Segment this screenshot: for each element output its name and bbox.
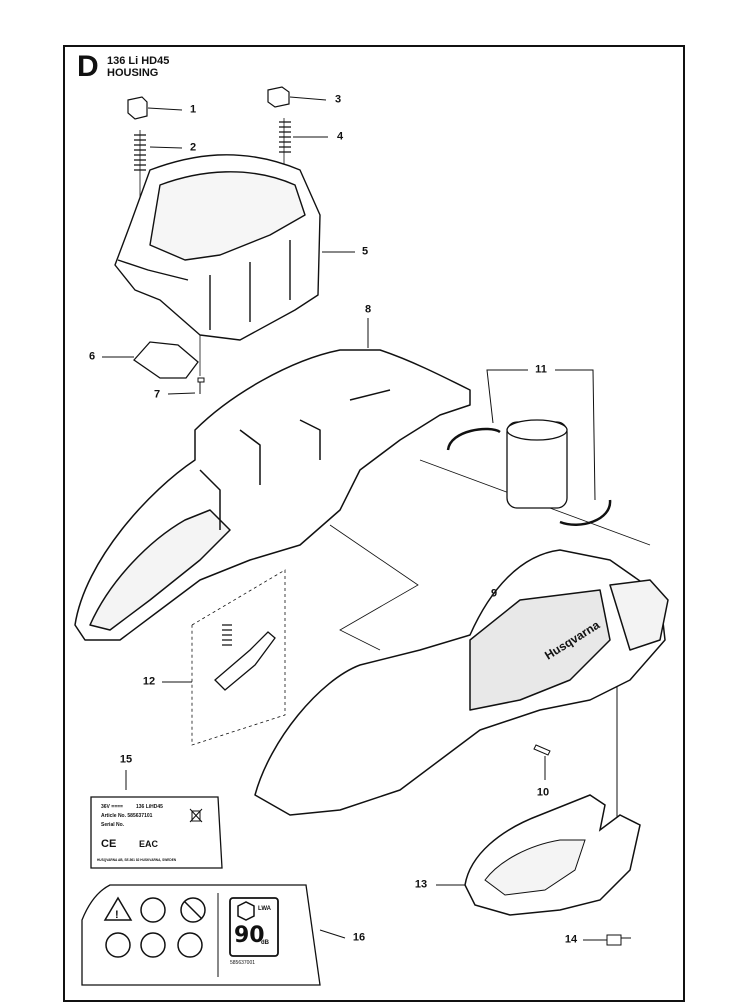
part-9-grip-panel bbox=[469, 589, 611, 711]
model-title: 136 Li HD45 bbox=[107, 55, 170, 67]
part-10-screw bbox=[533, 744, 551, 756]
sound-power-unit: dB bbox=[261, 940, 269, 946]
callout-14: 14 bbox=[564, 933, 578, 946]
diagram-frame bbox=[63, 45, 685, 1002]
part-5-ribs bbox=[117, 240, 291, 330]
rating-voltage: 36V ==== bbox=[101, 804, 123, 810]
section-title: HOUSING bbox=[107, 67, 159, 79]
leader-1 bbox=[147, 107, 183, 111]
callout-15: 15 bbox=[119, 753, 133, 766]
section-letter: D bbox=[77, 50, 99, 83]
ce-mark: CE bbox=[101, 838, 117, 850]
leader-7 bbox=[167, 392, 196, 395]
rating-manufacturer: HUSQVARNA AB, SE-561 82 HUSKVARNA, SWEDE… bbox=[97, 858, 177, 862]
callout-2: 2 bbox=[189, 141, 197, 154]
assembly-line-a bbox=[329, 524, 419, 651]
part-9-front-mount bbox=[609, 579, 669, 651]
svg-text:!: ! bbox=[115, 909, 119, 921]
part-11-clip-left bbox=[446, 427, 501, 451]
callout-10: 10 bbox=[536, 786, 550, 799]
part-8-inner-cavity bbox=[89, 509, 231, 631]
callout-7: 7 bbox=[153, 388, 161, 401]
part-6-cover bbox=[133, 341, 199, 379]
callout-4: 4 bbox=[336, 130, 344, 143]
no-bystanders-icon bbox=[180, 897, 206, 923]
part-3-button bbox=[267, 86, 290, 108]
kit-12-box bbox=[191, 569, 286, 746]
callout-11: 11 bbox=[535, 363, 547, 376]
rating-model: 136 LiHD45 bbox=[136, 804, 163, 810]
warning-label-partno: 585637001 bbox=[230, 960, 256, 966]
callout-9: 9 bbox=[490, 587, 498, 600]
callout-6: 6 bbox=[88, 350, 96, 363]
weee-bin-icon bbox=[189, 808, 203, 823]
part-4-spring bbox=[279, 121, 291, 153]
boots-icon bbox=[177, 932, 203, 958]
part-1-button bbox=[127, 96, 148, 120]
part-8-ribs bbox=[199, 389, 391, 530]
warning-label: 90 dB LWA 585637001 bbox=[82, 884, 322, 984]
leader-16 bbox=[319, 929, 346, 939]
warning-triangle-icon bbox=[103, 896, 133, 921]
label-15-outline bbox=[90, 796, 223, 869]
sound-power-icon bbox=[229, 897, 279, 957]
part-12-trigger bbox=[214, 631, 276, 691]
leader-2 bbox=[149, 146, 183, 149]
rating-serial: Serial No. bbox=[101, 822, 125, 828]
part-12-spring bbox=[222, 624, 232, 646]
callout-13: 13 bbox=[414, 878, 428, 891]
callout-5: 5 bbox=[361, 245, 369, 258]
leader-11b bbox=[555, 369, 596, 501]
part-11-motor-top bbox=[506, 419, 568, 441]
sound-power-value: 90 bbox=[234, 923, 265, 948]
part-11-clip-right bbox=[559, 499, 612, 527]
eac-mark: EAC bbox=[139, 839, 159, 849]
callout-3: 3 bbox=[334, 93, 342, 106]
gloves-icon bbox=[140, 932, 166, 958]
part-2-spring bbox=[134, 134, 146, 171]
rating-article: Article No. 585637101 bbox=[101, 813, 153, 819]
callout-8: 8 bbox=[364, 303, 372, 316]
read-manual-icon bbox=[140, 897, 166, 923]
part-13-cover-opening bbox=[484, 839, 586, 896]
part-5-opening bbox=[149, 171, 306, 261]
part-9-lower-housing bbox=[254, 549, 666, 816]
leader-11a bbox=[486, 369, 528, 424]
part-14-screw bbox=[606, 934, 631, 946]
callout-12: 12 bbox=[142, 675, 156, 688]
leader-3 bbox=[289, 96, 327, 101]
sound-power-symbol: LWA bbox=[258, 906, 271, 912]
callout-1: 1 bbox=[189, 103, 197, 116]
part-7-screw bbox=[197, 377, 205, 394]
callout-16: 16 bbox=[352, 931, 366, 944]
ear-eye-protection-icon bbox=[105, 932, 131, 958]
rating-label: 36V ==== 136 LiHD45 Article No. 58563710… bbox=[91, 797, 218, 869]
